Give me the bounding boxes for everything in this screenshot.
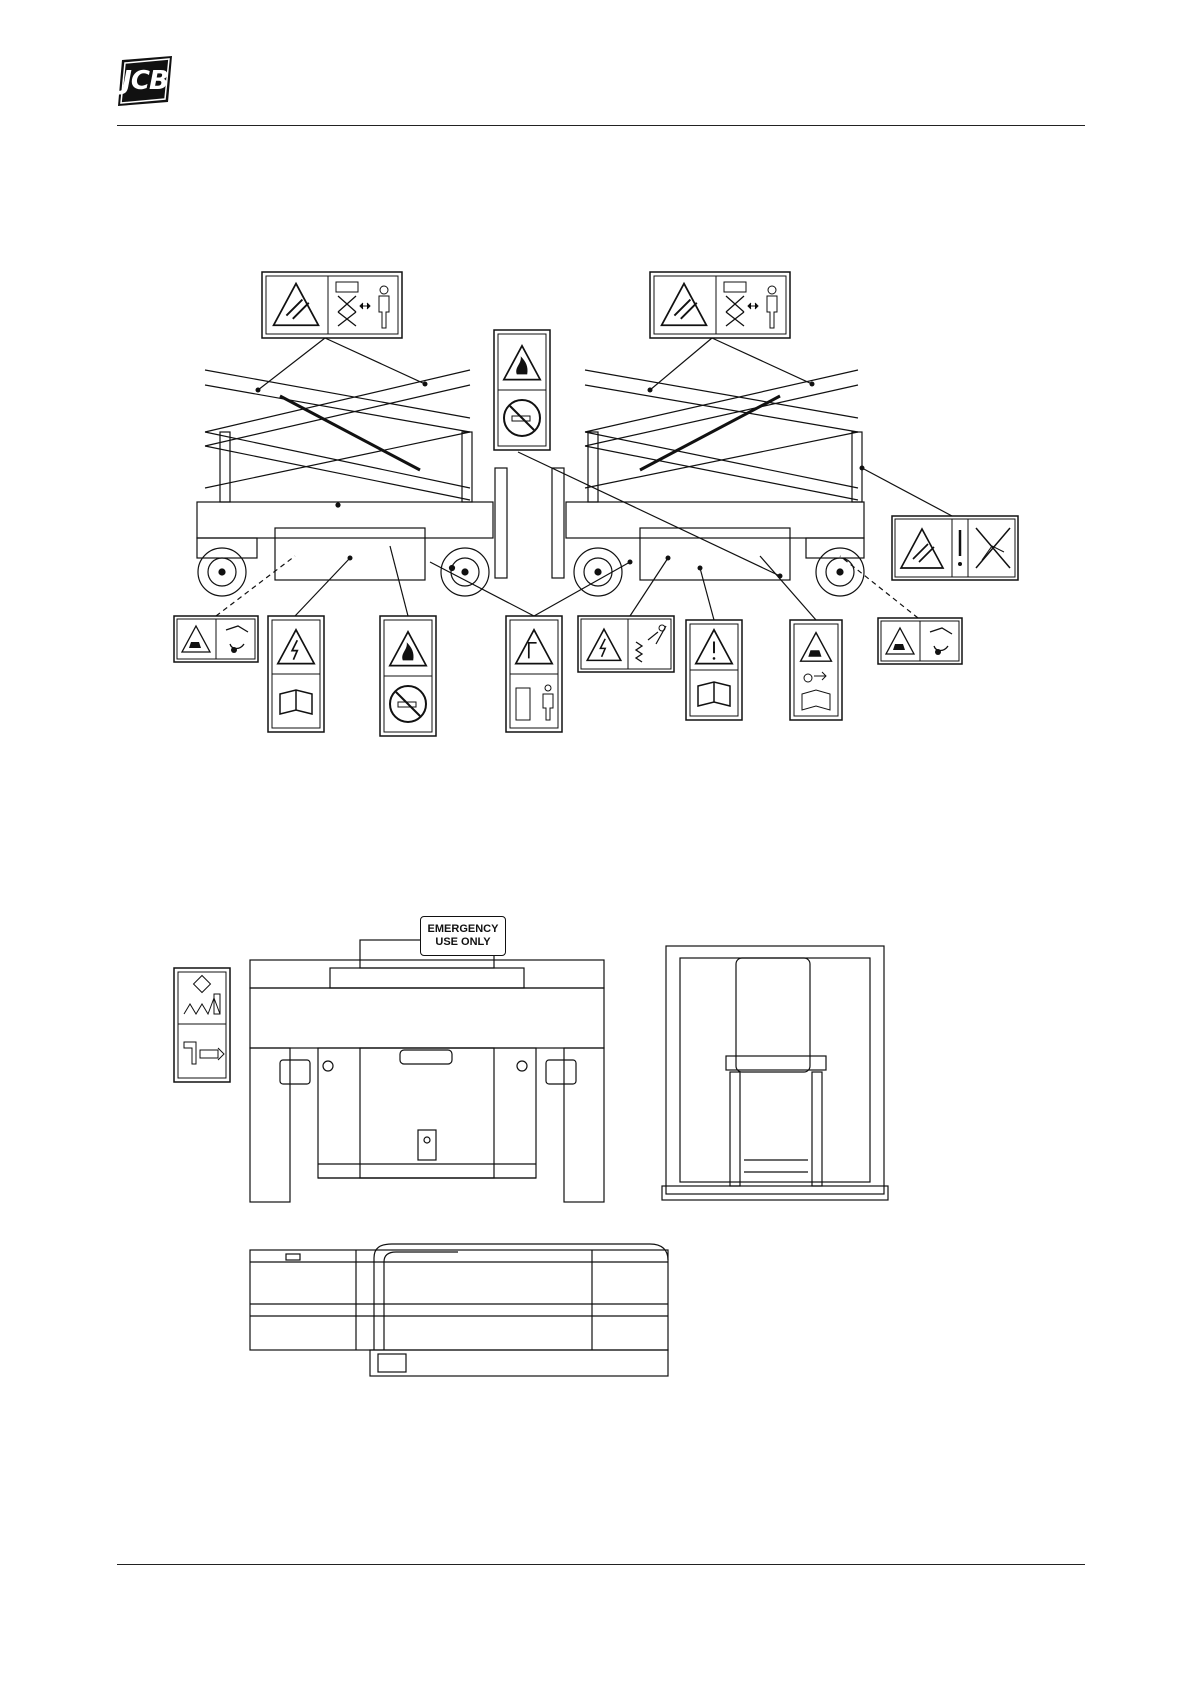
machine-rear-view [250, 940, 604, 1202]
platform-top-view [250, 1244, 668, 1376]
decal-acid-right [878, 618, 962, 664]
leader-lines-top [216, 338, 952, 620]
machine-front-view [662, 946, 888, 1200]
decal-acid-left [174, 616, 258, 662]
emergency-line1: EMERGENCY [421, 923, 505, 936]
decal-crush-right [650, 272, 790, 338]
decal-fire-center [494, 330, 550, 450]
emergency-use-only-decal: EMERGENCY USE ONLY [420, 916, 506, 956]
decal-fire-lower [380, 616, 436, 736]
decal-warn-nostep [892, 516, 1018, 580]
decal-electric-manual [268, 616, 324, 732]
emergency-line2: USE ONLY [421, 936, 505, 949]
machine-side-view-left [197, 370, 507, 596]
machine-side-view-right [552, 370, 864, 596]
decal-keep-clear [506, 616, 562, 732]
decal-crush-left [262, 272, 402, 338]
decal-warn-manual-mid [686, 620, 742, 720]
decal-battery-disconnect [174, 968, 230, 1082]
decal-elec-spring-mid [578, 616, 674, 672]
decal-acid-manual [790, 620, 842, 720]
